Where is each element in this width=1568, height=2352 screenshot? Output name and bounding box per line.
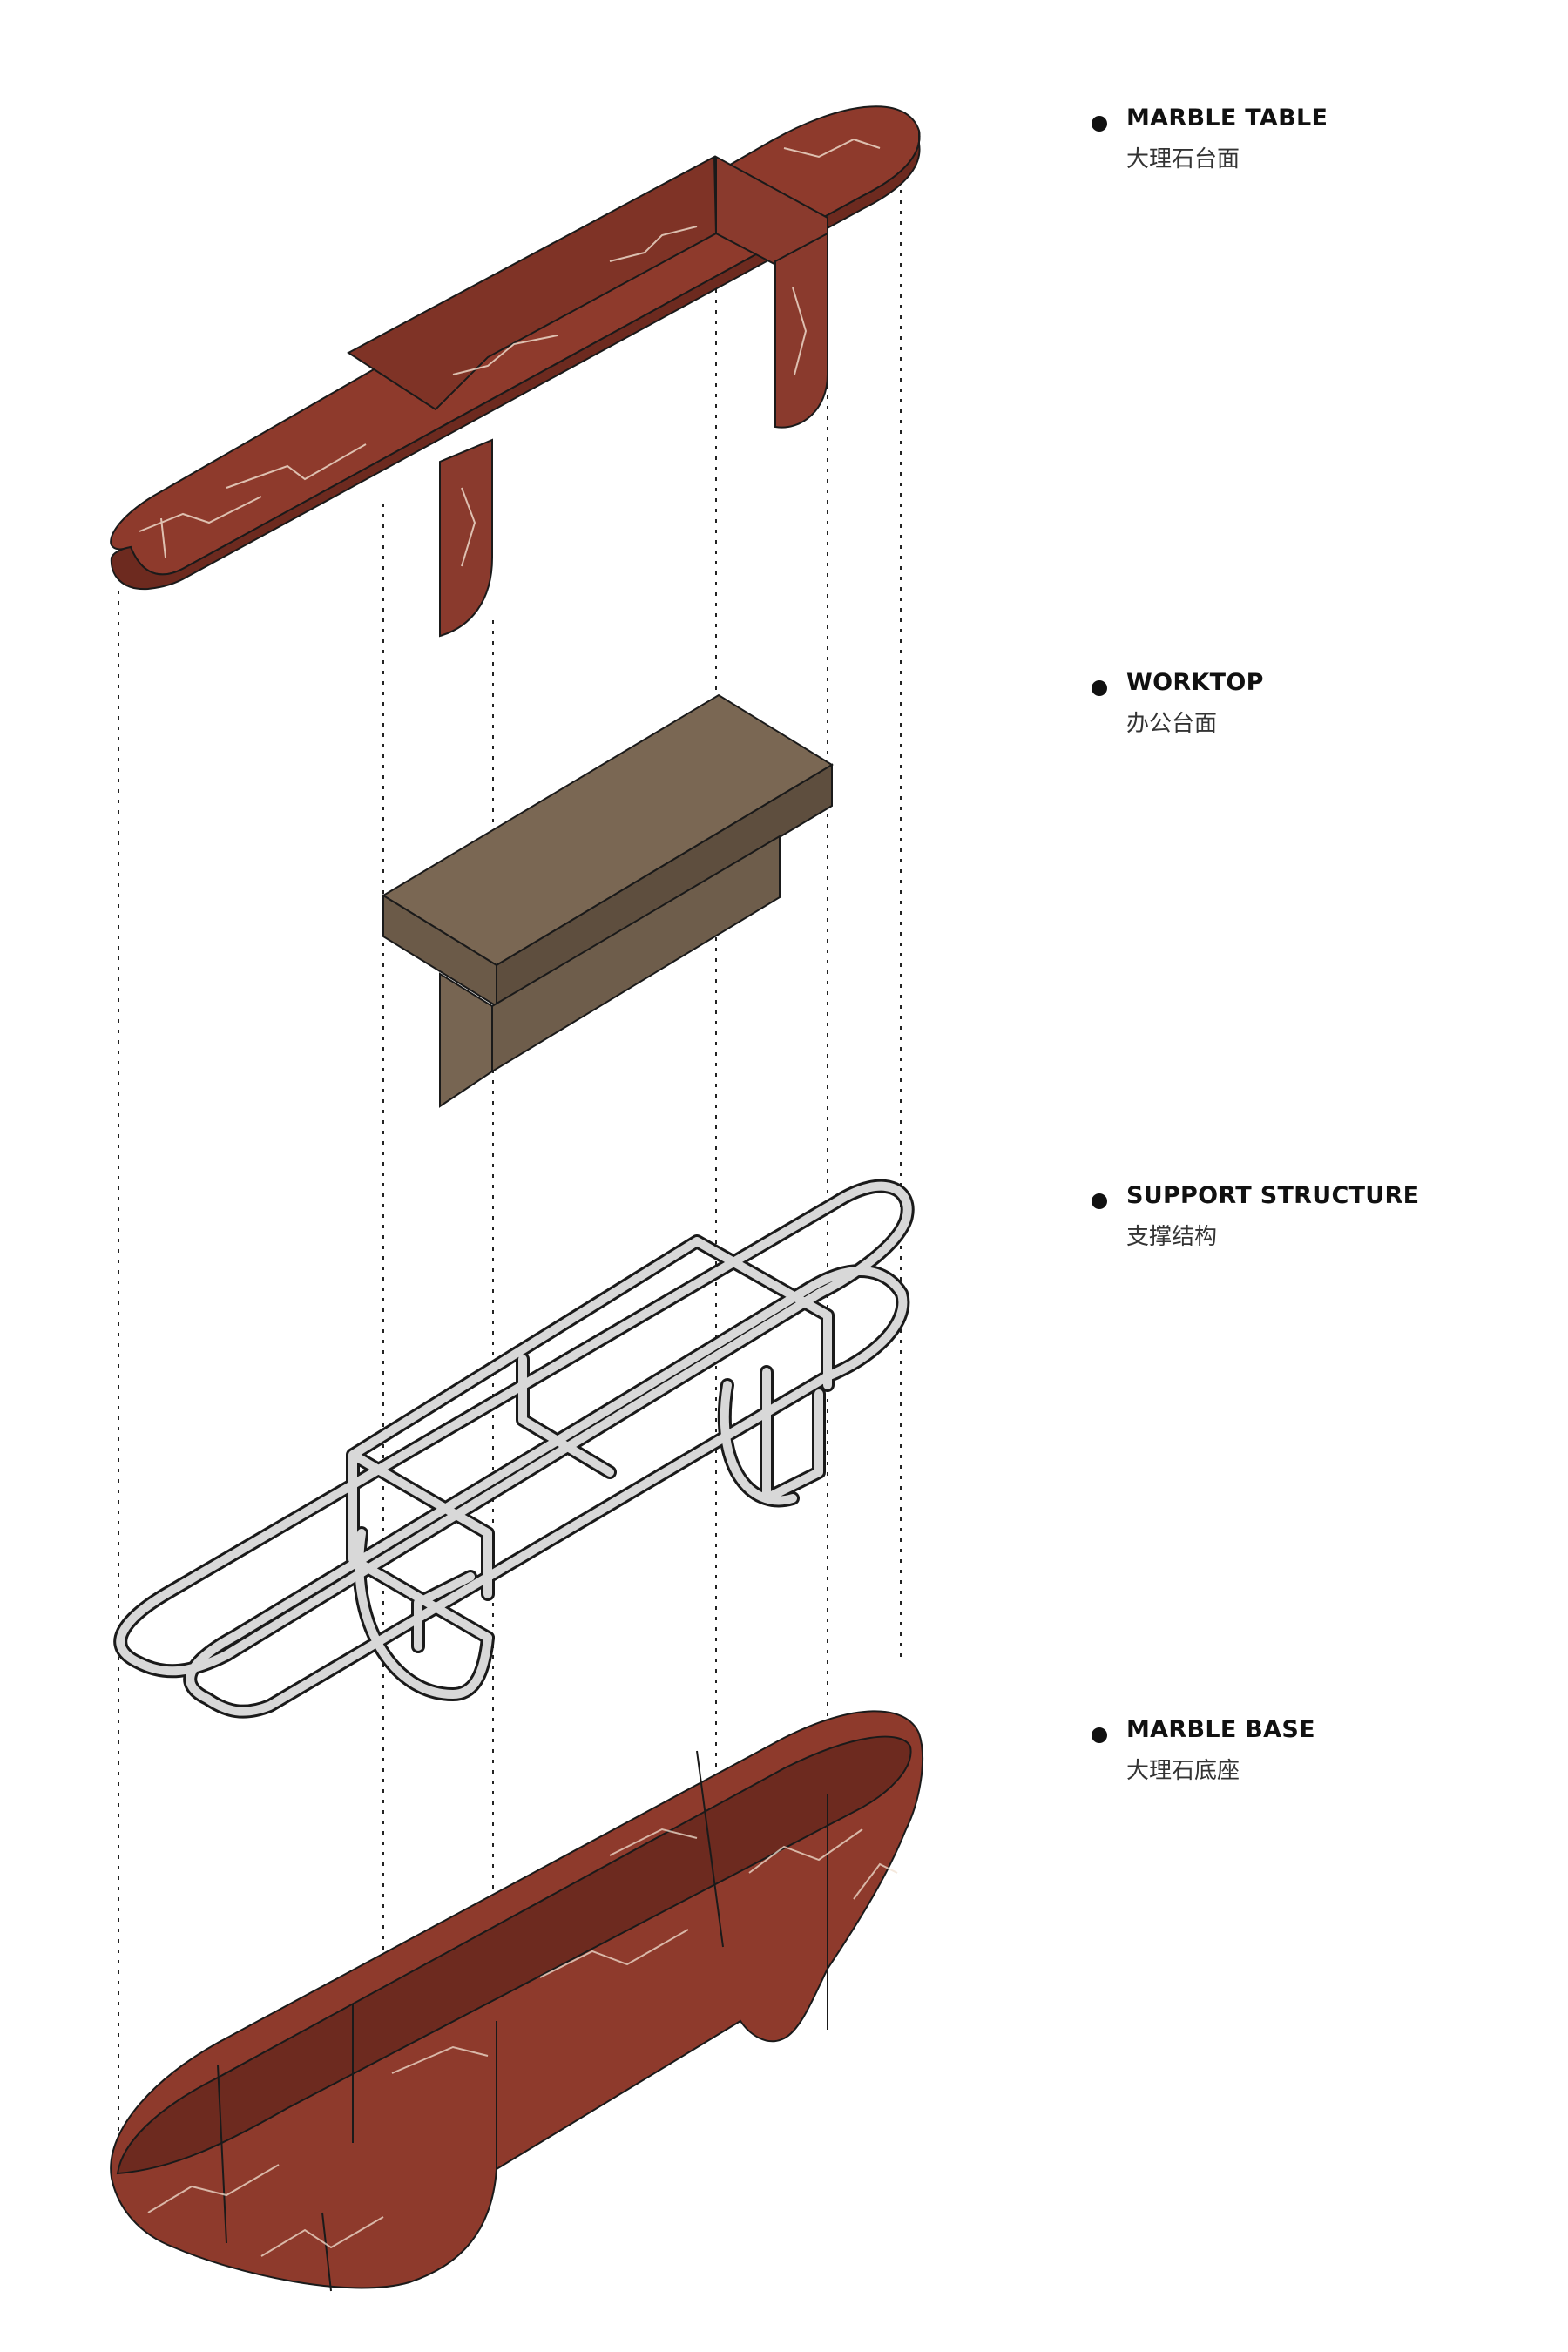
legend-bullet-icon	[1092, 116, 1107, 132]
marble-base-seams	[217, 1750, 828, 2292]
legend-subtitle: 办公台面	[1126, 711, 1218, 737]
worktop-illustration	[382, 693, 834, 1108]
legend-subtitle: 支撑结构	[1126, 1224, 1218, 1250]
marble-veins-table	[139, 138, 881, 567]
marble-table-leg-left	[439, 438, 493, 638]
legend-title: MARBLE BASE	[1126, 1716, 1315, 1743]
legend-title: MARBLE TABLE	[1126, 105, 1328, 132]
legend-subtitle: 大理石底座	[1126, 1758, 1240, 1784]
marble-table-leg-right	[774, 232, 828, 429]
alignment-guides	[118, 190, 902, 2200]
marble-table-illustration	[110, 105, 921, 638]
marble-table-edge	[110, 130, 921, 591]
legend-title: SUPPORT STRUCTURE	[1126, 1182, 1420, 1209]
worktop-modesty-panel-back	[491, 835, 781, 1073]
legend-subtitle: 大理石台面	[1126, 146, 1240, 172]
marble-base-inner	[116, 1735, 912, 2175]
legend-bullet-icon	[1092, 1727, 1107, 1743]
worktop-side	[496, 763, 833, 1008]
legend-bullet-icon	[1092, 1193, 1107, 1209]
support-structure-illustration	[113, 1179, 915, 1719]
legend-bullet-icon	[1092, 680, 1107, 696]
legend-title: WORKTOP	[1126, 669, 1264, 696]
marble-base-illustration	[110, 1710, 924, 2292]
support-ring-upper	[113, 1179, 915, 1679]
marble-veins-base	[147, 1828, 898, 2257]
marble-table-apron	[347, 155, 718, 411]
